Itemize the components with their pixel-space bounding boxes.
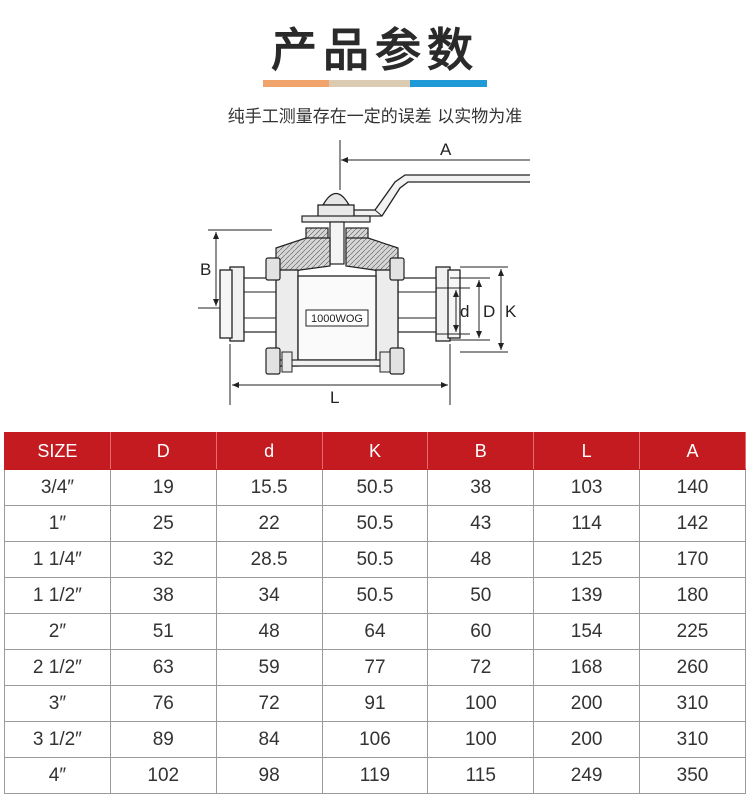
table-header-row: SIZE D d K B L A <box>4 432 746 470</box>
cell-d-small: 28.5 <box>215 541 323 578</box>
cell-l: 200 <box>533 721 641 758</box>
dim-label-d: D <box>483 302 496 321</box>
col-header-d: D <box>109 432 217 470</box>
cell-d-small: 22 <box>215 505 323 542</box>
ball-valve-diagram <box>198 140 530 405</box>
ball-valve-drawing: A B d D K L 1000WOG <box>190 130 530 415</box>
cell-l: 103 <box>533 469 641 506</box>
cell-size: 2″ <box>4 613 111 650</box>
title-underline-blue <box>410 80 487 87</box>
cell-b: 48 <box>427 541 535 578</box>
dim-label-k: K <box>505 302 517 321</box>
dim-label-d-small: d <box>460 302 470 321</box>
stem-cap <box>321 192 351 206</box>
cell-k: 50.5 <box>321 541 429 578</box>
cell-d: 102 <box>109 757 217 794</box>
col-header-a: A <box>639 432 746 470</box>
measurement-note: 纯手工测量存在一定的误差 以实物为准 <box>227 107 523 127</box>
cell-l: 139 <box>533 577 641 614</box>
cell-d-small: 48 <box>215 613 323 650</box>
cell-b: 100 <box>427 721 535 758</box>
cell-k: 50.5 <box>321 577 429 614</box>
cell-d-small: 98 <box>215 757 323 794</box>
cell-a: 225 <box>639 613 746 650</box>
title-underline-beige <box>329 80 410 87</box>
cell-b: 115 <box>427 757 535 794</box>
pressure-marking: 1000WOG <box>311 313 363 325</box>
cell-size: 1 1/2″ <box>4 577 111 614</box>
cell-k: 50.5 <box>321 469 429 506</box>
cell-d: 76 <box>109 685 217 722</box>
cell-k: 91 <box>321 685 429 722</box>
cell-d-small: 72 <box>215 685 323 722</box>
dim-label-b: B <box>200 260 212 279</box>
cell-l: 200 <box>533 685 641 722</box>
cell-l: 249 <box>533 757 641 794</box>
cell-b: 60 <box>427 613 535 650</box>
cell-d-small: 59 <box>215 649 323 686</box>
cell-d: 38 <box>109 577 217 614</box>
page-title: 产品参数 <box>271 23 479 77</box>
cell-k: 106 <box>321 721 429 758</box>
col-header-l: L <box>533 432 641 470</box>
cell-d: 89 <box>109 721 217 758</box>
cell-size: 1″ <box>4 505 111 542</box>
cell-size: 3 1/2″ <box>4 721 111 758</box>
cell-d-small: 34 <box>215 577 323 614</box>
cell-b: 43 <box>427 505 535 542</box>
cell-b: 72 <box>427 649 535 686</box>
cell-d: 63 <box>109 649 217 686</box>
cell-size: 2 1/2″ <box>4 649 111 686</box>
col-header-b: B <box>427 432 535 470</box>
cell-l: 168 <box>533 649 641 686</box>
cell-l: 125 <box>533 541 641 578</box>
cell-b: 100 <box>427 685 535 722</box>
col-header-d-small: d <box>215 432 323 470</box>
cell-size: 4″ <box>4 757 111 794</box>
cell-b: 50 <box>427 577 535 614</box>
cell-d: 51 <box>109 613 217 650</box>
cell-a: 310 <box>639 685 746 722</box>
col-header-k: K <box>321 432 429 470</box>
cell-k: 77 <box>321 649 429 686</box>
cell-a: 180 <box>639 577 746 614</box>
cell-b: 38 <box>427 469 535 506</box>
cell-size: 3/4″ <box>4 469 111 506</box>
cell-a: 260 <box>639 649 746 686</box>
cell-size: 3″ <box>4 685 111 722</box>
dim-label-l: L <box>330 388 340 407</box>
cell-k: 50.5 <box>321 505 429 542</box>
cell-d: 19 <box>109 469 217 506</box>
title-underline-orange <box>263 80 329 87</box>
cell-k: 119 <box>321 757 429 794</box>
cell-a: 350 <box>639 757 746 794</box>
cell-k: 64 <box>321 613 429 650</box>
cell-l: 114 <box>533 505 641 542</box>
cell-d-small: 15.5 <box>215 469 323 506</box>
cell-a: 170 <box>639 541 746 578</box>
cell-a: 140 <box>639 469 746 506</box>
cell-d: 32 <box>109 541 217 578</box>
cell-size: 1 1/4″ <box>4 541 111 578</box>
handle <box>339 174 530 217</box>
cell-l: 154 <box>533 613 641 650</box>
cell-a: 310 <box>639 721 746 758</box>
col-header-size: SIZE <box>4 432 111 470</box>
dim-label-a: A <box>440 140 452 159</box>
cell-d: 25 <box>109 505 217 542</box>
cell-a: 142 <box>639 505 746 542</box>
cell-d-small: 84 <box>215 721 323 758</box>
